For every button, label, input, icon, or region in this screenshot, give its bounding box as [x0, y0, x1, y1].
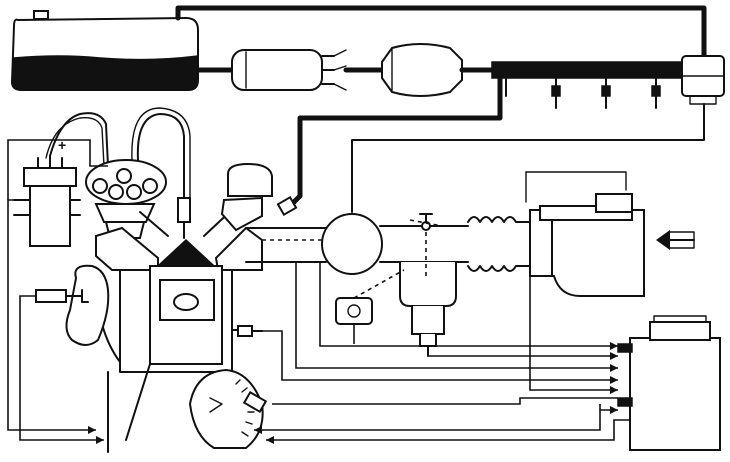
ecu-input-arrows [88, 342, 618, 444]
throttle-body [321, 213, 383, 275]
spark-plug-lead [136, 113, 185, 199]
signal-wiring [7, 139, 630, 441]
coil-lead [49, 112, 109, 167]
oxygen-sensor-body [35, 289, 67, 303]
electronic-control-unit [617, 315, 721, 451]
temperature-sensor [237, 325, 263, 337]
air-inlet-arrow [656, 230, 695, 250]
vacuum-line [351, 103, 705, 213]
fuel-pressure-regulator [681, 55, 725, 105]
airflow-meter [525, 171, 645, 297]
crankshaft-sensor [188, 368, 268, 449]
fuel-return-line [175, 5, 707, 59]
fuel-pump [231, 49, 347, 91]
spark-plug [177, 197, 191, 239]
ignition-coil: + [13, 137, 81, 247]
fuel-filter [381, 43, 463, 97]
coil-positive-label: + [58, 137, 66, 153]
cold-start-injector [220, 162, 298, 232]
engine-cylinder [95, 226, 263, 453]
fuel-tank [10, 10, 199, 91]
fuel-tank-cap [33, 10, 49, 20]
exhaust-valve [139, 211, 169, 237]
piston-pin [173, 293, 199, 311]
intake-bellows [467, 216, 531, 272]
throttle-switch [335, 269, 405, 325]
fuel-rail [491, 61, 683, 109]
distributor [85, 159, 167, 239]
oxygen-sensor [35, 264, 110, 346]
cold-start-fuel-line [287, 75, 503, 209]
auxiliary-air-valve [399, 232, 457, 357]
